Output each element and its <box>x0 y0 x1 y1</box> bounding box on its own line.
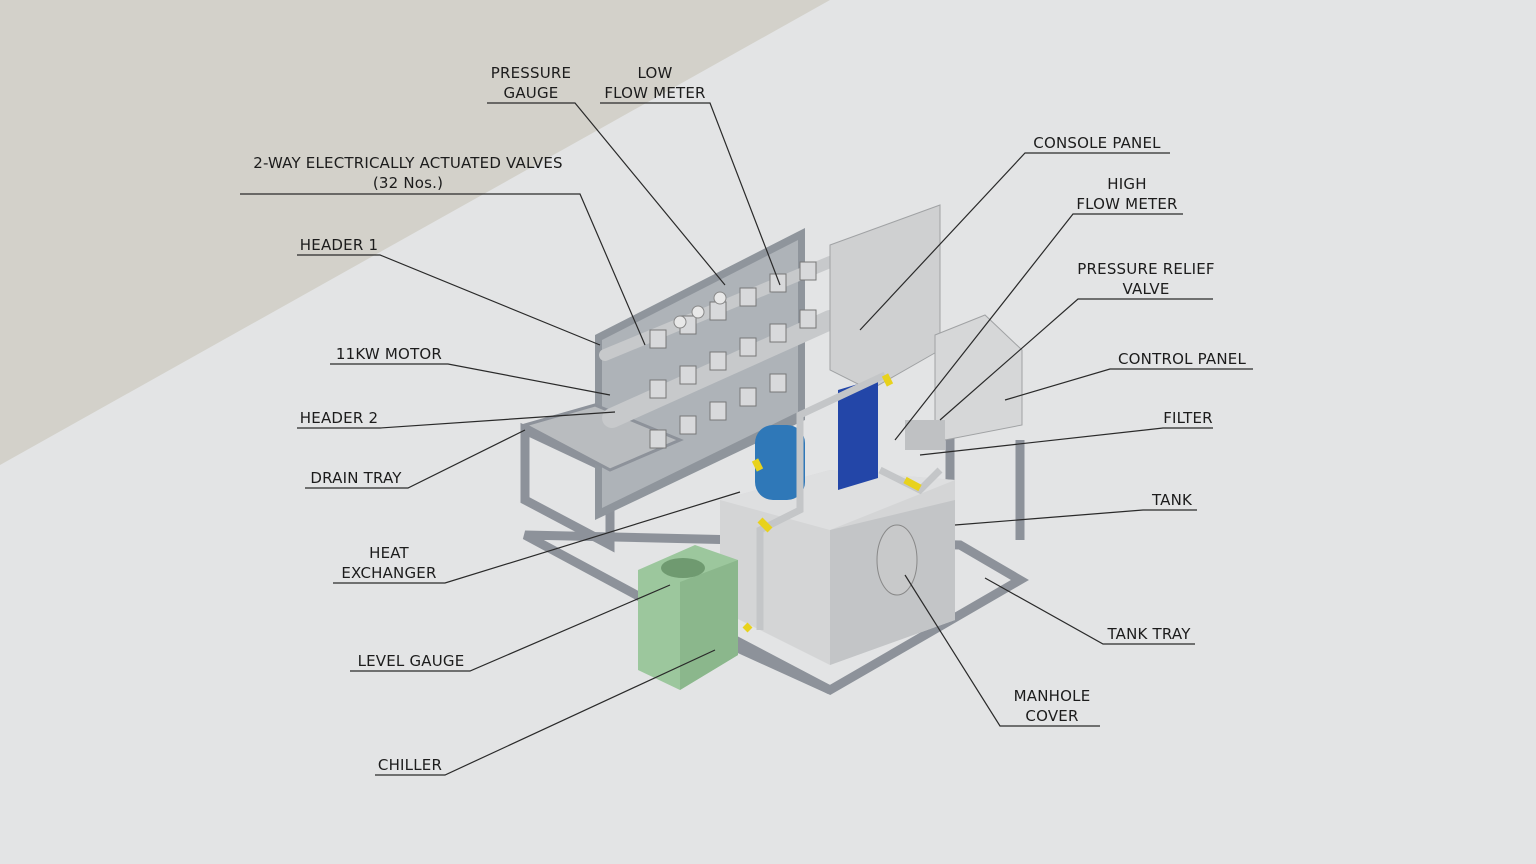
label-line: LOW <box>637 64 673 82</box>
label-line: PRESSURE RELIEF <box>1077 260 1215 278</box>
label-header-2: HEADER 2 <box>299 409 379 427</box>
label-line: PRESSURE <box>490 64 572 82</box>
label-line: EXCHANGER <box>341 564 437 582</box>
console-panel <box>829 204 941 391</box>
leader-lines <box>240 102 1253 776</box>
label-filter: FILTER <box>1163 409 1213 427</box>
label-line: GAUGE <box>503 84 559 102</box>
label-high-flow-meter: HIGH FLOW METER <box>1076 174 1177 214</box>
label-heat-exchanger: HEAT EXCHANGER <box>341 543 436 583</box>
label-pressure-gauge: PRESSURE GAUGE <box>491 63 571 103</box>
label-drain-tray: DRAIN TRAY <box>310 469 402 487</box>
wall <box>0 0 830 465</box>
label-motor: 11KW MOTOR <box>335 345 443 363</box>
filter <box>905 420 945 450</box>
label-low-flow-meter: LOW FLOW METER <box>604 63 705 103</box>
label-line: HIGH <box>1107 175 1147 193</box>
motor <box>755 425 805 500</box>
pipes <box>756 371 943 630</box>
pressure-gauges <box>673 291 727 329</box>
valves <box>649 261 817 449</box>
label-line: (32 Nos.) <box>372 174 444 192</box>
heat-exchanger <box>838 378 878 490</box>
label-control-panel: CONTROL PANEL <box>1117 350 1247 368</box>
yellow-pipe-joints <box>742 373 922 633</box>
label-line: COVER <box>1025 707 1079 725</box>
label-line: MANHOLE <box>1013 687 1091 705</box>
drain-tray <box>521 403 684 472</box>
label-level-gauge: LEVEL GAUGE <box>357 652 465 670</box>
label-line: FLOW METER <box>1076 195 1178 213</box>
label-console-panel: CONSOLE PANEL <box>1033 134 1161 152</box>
label-pressure-relief-valve: PRESSURE RELIEF VALVE <box>1077 259 1214 299</box>
label-valves: 2-WAY ELECTRICALLY ACTUATED VALVES (32 No… <box>253 153 563 193</box>
label-header-1: HEADER 1 <box>299 236 379 254</box>
label-tank-tray: TANK TRAY <box>1107 625 1191 643</box>
label-manhole-cover: MANHOLE COVER <box>1014 686 1091 726</box>
label-line: 2-WAY ELECTRICALLY ACTUATED VALVES <box>253 154 563 172</box>
label-line: FLOW METER <box>604 84 706 102</box>
label-line: VALVE <box>1122 280 1170 298</box>
label-tank: TANK <box>1151 491 1193 509</box>
label-chiller: CHILLER <box>377 756 443 774</box>
label-line: HEAT <box>369 544 409 562</box>
